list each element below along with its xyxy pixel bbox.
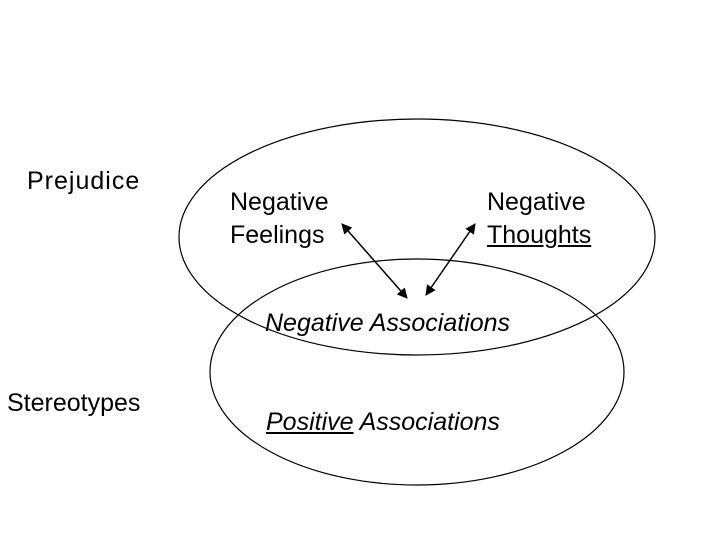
stereotypes-label: Stereotypes xyxy=(7,389,141,417)
positive-associations-label: Positive Associations xyxy=(266,406,500,438)
positive-associations-rest: Associations xyxy=(353,408,500,436)
negative-feelings-line2: Feelings xyxy=(230,221,325,249)
positive-emphasis: Positive xyxy=(266,408,354,436)
prejudice-ellipse xyxy=(178,118,656,356)
prejudice-label: Prejudice xyxy=(27,167,141,195)
negative-associations-label: Negative Associations xyxy=(265,309,511,337)
thoughts-association-arrow xyxy=(425,223,476,296)
stereotypes-ellipse xyxy=(209,258,625,486)
negative-thoughts-line2: Thoughts xyxy=(487,221,592,249)
negative-feelings-line1: Negative xyxy=(230,188,329,216)
negative-thoughts-line1: Negative xyxy=(487,188,586,216)
feelings-association-arrow xyxy=(341,223,408,299)
